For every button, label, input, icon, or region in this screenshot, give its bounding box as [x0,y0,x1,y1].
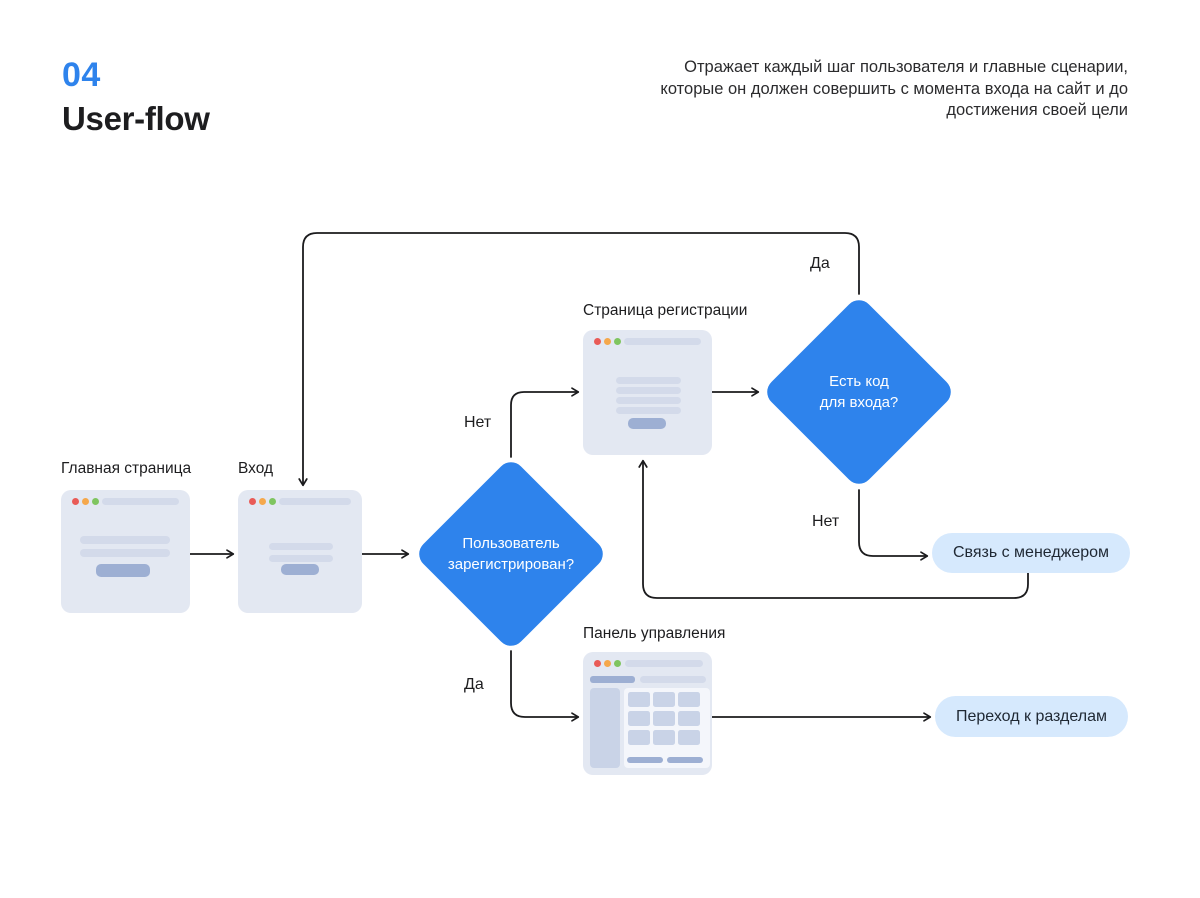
skeleton-line [616,387,681,394]
window-address-bar [279,498,351,505]
dashboard-panel [624,688,710,768]
decision-registered-line1: Пользователь [462,535,560,552]
contact-manager-pill: Связь с менеджером [932,533,1130,573]
edge-label-has-code-no: Нет [812,513,840,530]
dashboard-bottom-bar [627,757,663,763]
dashboard-window [583,652,712,775]
edge-hascode-yes-to-login [298,232,860,487]
dashboard-sidebar [590,688,620,768]
dashboard-tile [678,730,700,745]
decision-registered-label: Пользователь зарегистрирован? [421,533,601,575]
window-dot-green-icon [614,660,621,667]
skeleton-button [281,564,319,575]
page-title: User-flow [62,100,210,137]
dashboard-tile [678,711,700,726]
skeleton-button [628,418,666,429]
window-address-bar [625,660,703,667]
dashboard-bottom-bar [667,757,703,763]
edge-label-registered-yes: Да [464,676,484,693]
edge-label-has-code-yes: Да [810,255,830,272]
edge-registered-yes-to-dashboard [510,650,580,722]
registration-window-label: Страница регистрации [583,302,748,319]
edge-registered-no-to-registration [510,387,580,458]
window-dot-red-icon [72,498,79,505]
window-address-bar [624,338,701,345]
decision-has-code-line1: Есть код [829,373,889,390]
dashboard-tile [628,730,650,745]
dashboard-tile [628,692,650,707]
dashboard-tile [653,730,675,745]
skeleton-line [269,555,333,562]
dashboard-tile [653,711,675,726]
edge-manager-to-registration [638,459,1029,599]
window-dot-red-icon [594,660,601,667]
window-dot-orange-icon [259,498,266,505]
window-dot-green-icon [614,338,621,345]
window-dot-orange-icon [604,338,611,345]
skeleton-line [616,397,681,404]
window-dot-green-icon [269,498,276,505]
decision-registered-line2: зарегистрирован? [447,556,575,573]
login-window-label: Вход [238,460,274,477]
window-dot-orange-icon [82,498,89,505]
dashboard-tile [653,692,675,707]
decision-has-code-line2: для входа? [819,394,899,411]
window-dot-red-icon [594,338,601,345]
skeleton-line [616,407,681,414]
dashboard-tile [628,711,650,726]
dashboard-tile [678,692,700,707]
decision-has-code-label: Есть код для входа? [769,371,949,413]
skeleton-button [96,564,150,577]
edge-hascode-no-to-manager [858,489,929,561]
skeleton-line [616,377,681,384]
skeleton-line [80,536,170,544]
skeleton-line [269,543,333,550]
window-dot-green-icon [92,498,99,505]
section-number: 04 [62,56,101,94]
home-window-label: Главная страница [61,460,192,477]
window-dot-red-icon [249,498,256,505]
section-description: Отражает каждый шаг пользователя и главн… [660,58,1128,119]
go-to-sections-pill: Переход к разделам [935,696,1128,737]
registration-window [583,330,712,455]
skeleton-line [80,549,170,557]
edge-label-registered-no: Нет [464,414,492,431]
window-dot-orange-icon [604,660,611,667]
home-window [61,490,190,613]
dashboard-tab [640,676,706,683]
window-address-bar [102,498,179,505]
login-window [238,490,362,613]
dashboard-tab-active [590,676,635,683]
dashboard-window-label: Панель управления [583,625,726,642]
